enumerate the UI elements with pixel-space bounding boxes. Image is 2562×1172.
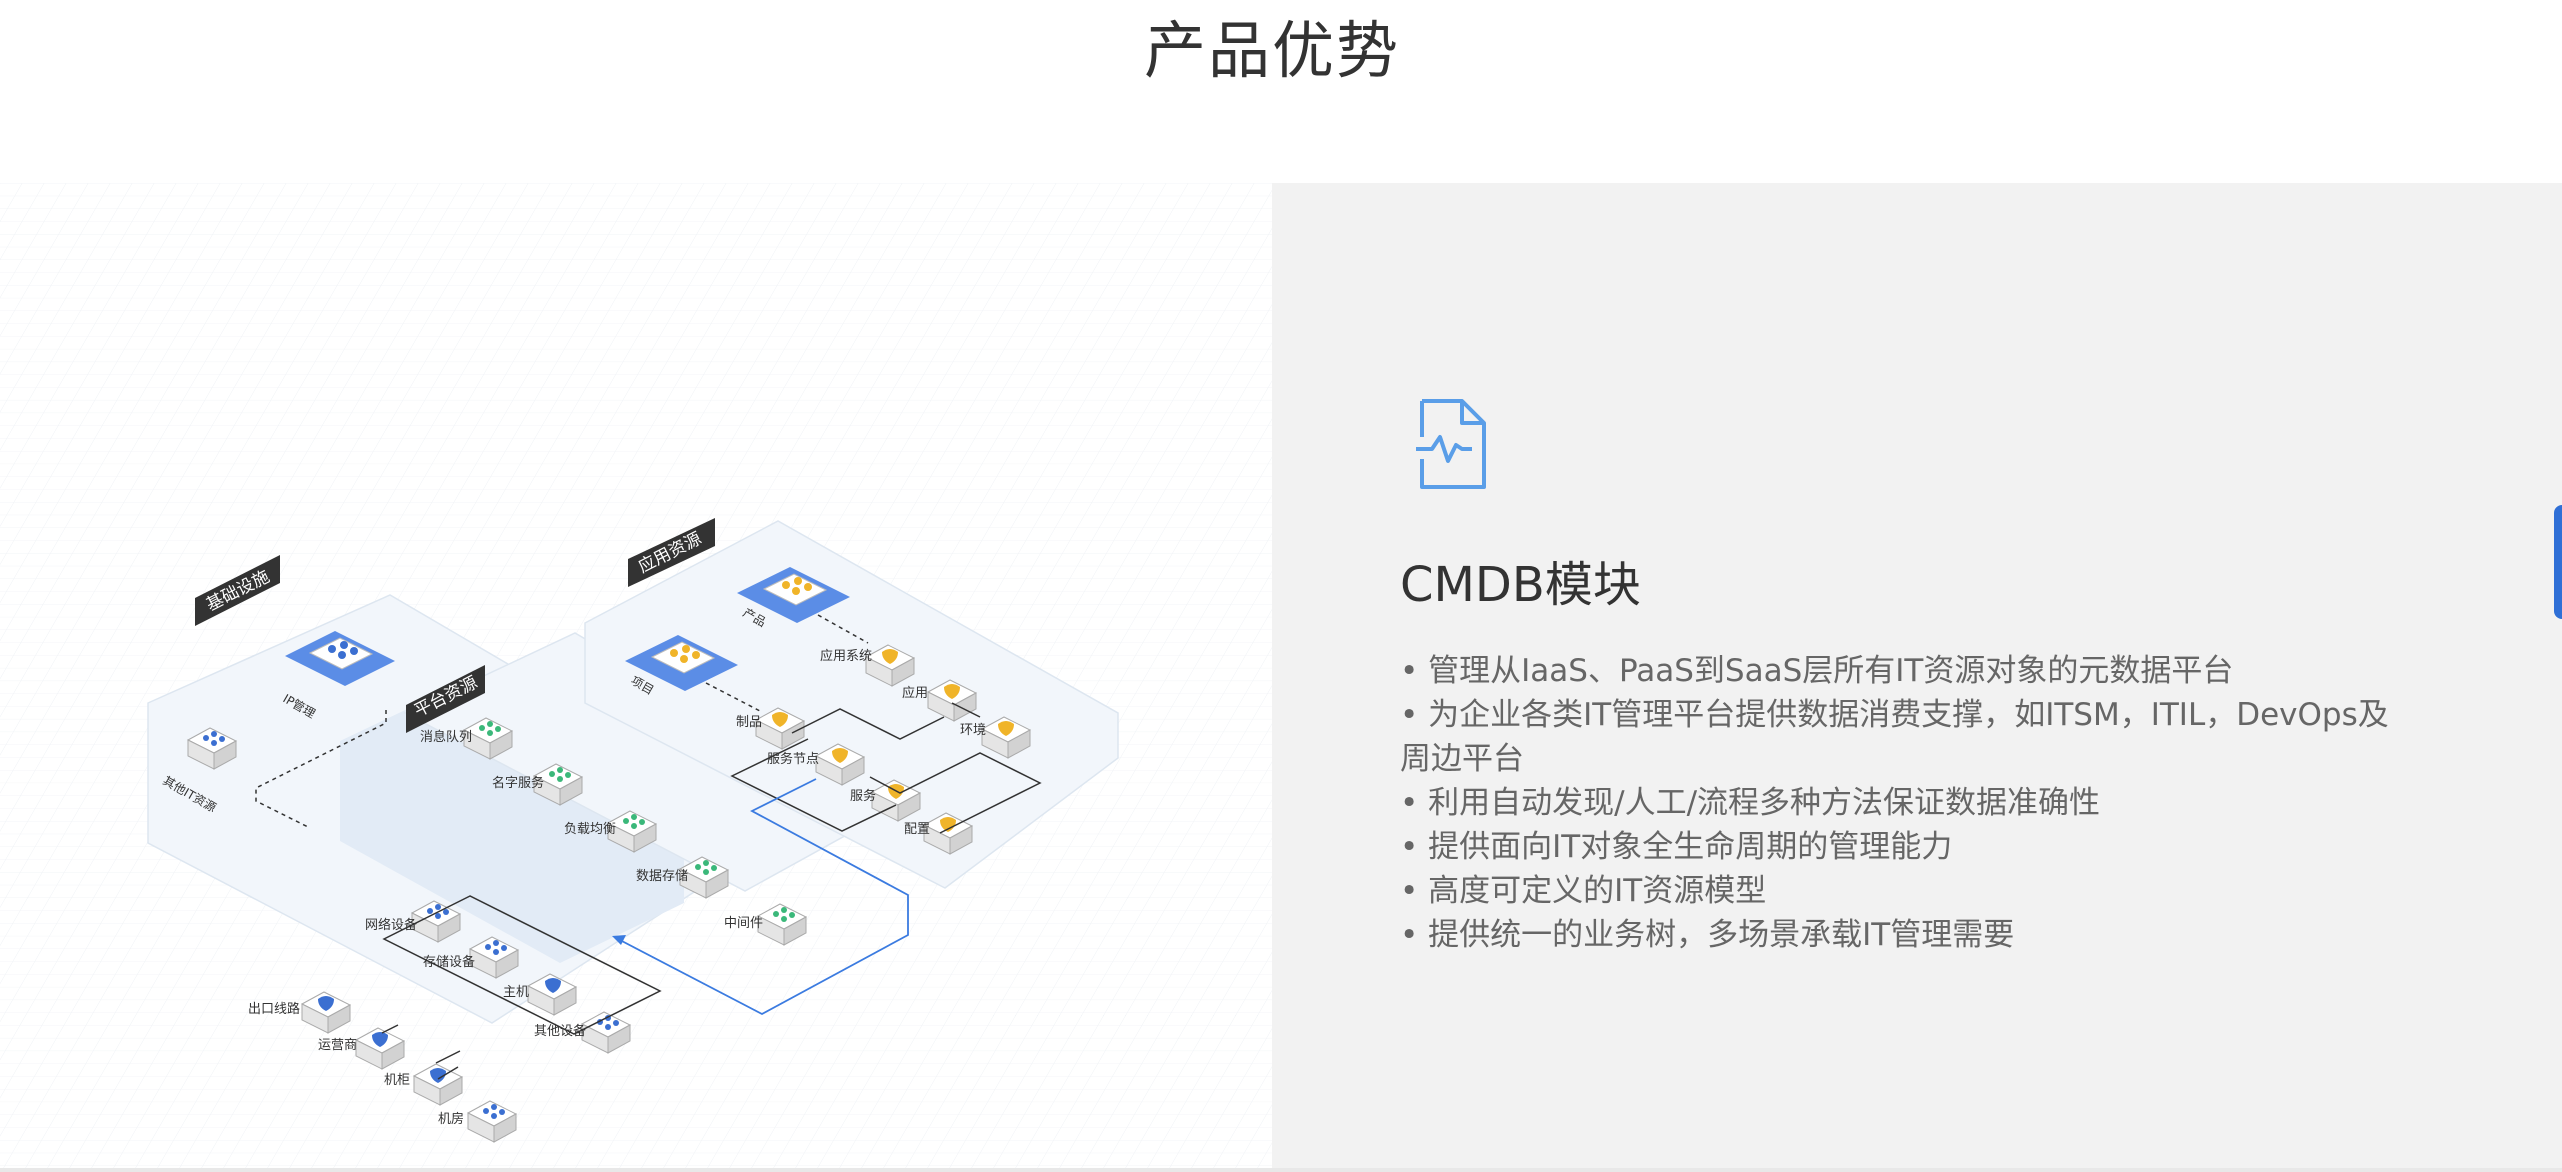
message-queue-node: 消息队列 — [420, 717, 514, 760]
feature-item: 提供统一的业务树，多场景承载IT管理需要 — [1400, 913, 2400, 957]
artifact-node: 制品 — [736, 707, 806, 750]
environment-node: 环境 — [960, 716, 1032, 759]
feature-item: 为企业各类IT管理平台提供数据消费支撑，如ITSM，ITIL，DevOps及周边… — [1400, 693, 2400, 781]
feature-list: 管理从IaaS、PaaS到SaaS层所有IT资源对象的元数据平台 为企业各类IT… — [1400, 649, 2400, 957]
bottom-divider — [0, 1168, 2562, 1172]
cmdb-architecture-diagram: 基础设施 IP管理 其他IT资源 — [0, 183, 1272, 1168]
service-node-label: 服务节点 — [767, 751, 819, 767]
environment-label: 环境 — [960, 723, 986, 738]
machine-room-node: 机房 — [438, 1100, 518, 1143]
page-title: 产品优势 — [1143, 14, 1400, 87]
other-device-node: 其他设备 — [534, 1011, 632, 1054]
document-pulse-icon — [1416, 397, 1488, 493]
config-node: 配置 — [904, 812, 974, 855]
other-device-label: 其他设备 — [534, 1023, 586, 1039]
service-label: 服务 — [850, 788, 876, 804]
architecture-svg: 基础设施 IP管理 其他IT资源 — [0, 183, 1272, 1168]
carrier-node: 运营商 — [318, 1027, 406, 1070]
cabinet-label: 机柜 — [384, 1073, 410, 1088]
infra-device-link — [382, 895, 662, 1035]
cabinet-node: 机柜 — [384, 1063, 464, 1106]
name-service-label: 名字服务 — [492, 775, 544, 791]
exit-line-node: 出口线路 — [248, 991, 352, 1034]
data-storage-label: 数据存储 — [636, 869, 688, 884]
name-service-node: 名字服务 — [492, 763, 584, 806]
load-balance-node: 负载均衡 — [564, 810, 658, 853]
app-system-label: 应用系统 — [820, 648, 872, 664]
network-device-label: 网络设备 — [365, 917, 417, 933]
application-plate — [584, 520, 1119, 889]
load-balance-label: 负载均衡 — [564, 822, 616, 837]
feature-item: 利用自动发现/人工/流程多种方法保证数据准确性 — [1400, 781, 2400, 825]
panel-title: CMDB模块 — [1400, 557, 1641, 613]
infra-dashed-link — [255, 710, 387, 829]
host-label: 主机 — [503, 985, 529, 1000]
infra-subplate — [340, 703, 684, 963]
storage-device-label: 存储设备 — [423, 954, 475, 970]
data-storage-node: 数据存储 — [636, 856, 730, 899]
cmdb-feature-panel: CMDB模块 管理从IaaS、PaaS到SaaS层所有IT资源对象的元数据平台 … — [1272, 183, 2562, 1168]
machine-room-label: 机房 — [438, 1111, 464, 1127]
app-label: 应用 — [902, 685, 928, 701]
carrier-label: 运营商 — [318, 1038, 357, 1053]
host-node: 主机 — [503, 973, 578, 1016]
service-node: 服务 — [850, 779, 922, 822]
cross-zone-link — [617, 778, 909, 1016]
config-label: 配置 — [904, 822, 930, 837]
artifact-label: 制品 — [736, 715, 762, 730]
exit-line-label: 出口线路 — [248, 1001, 300, 1017]
app-node: 应用 — [902, 679, 978, 722]
storage-device-node: 存储设备 — [423, 936, 520, 979]
feature-item: 管理从IaaS、PaaS到SaaS层所有IT资源对象的元数据平台 — [1400, 649, 2400, 693]
middleware-label: 中间件 — [724, 916, 763, 931]
app-system-node: 应用系统 — [820, 644, 916, 687]
feature-item: 高度可定义的IT资源模型 — [1400, 869, 2400, 913]
service-node-node: 服务节点 — [767, 743, 866, 786]
feature-item: 提供面向IT对象全生命周期的管理能力 — [1400, 825, 2400, 869]
ip-management-node: IP管理 — [281, 631, 395, 721]
message-queue-label: 消息队列 — [420, 729, 472, 745]
middleware-node: 中间件 — [724, 903, 808, 946]
floating-side-tab[interactable] — [2554, 505, 2562, 619]
